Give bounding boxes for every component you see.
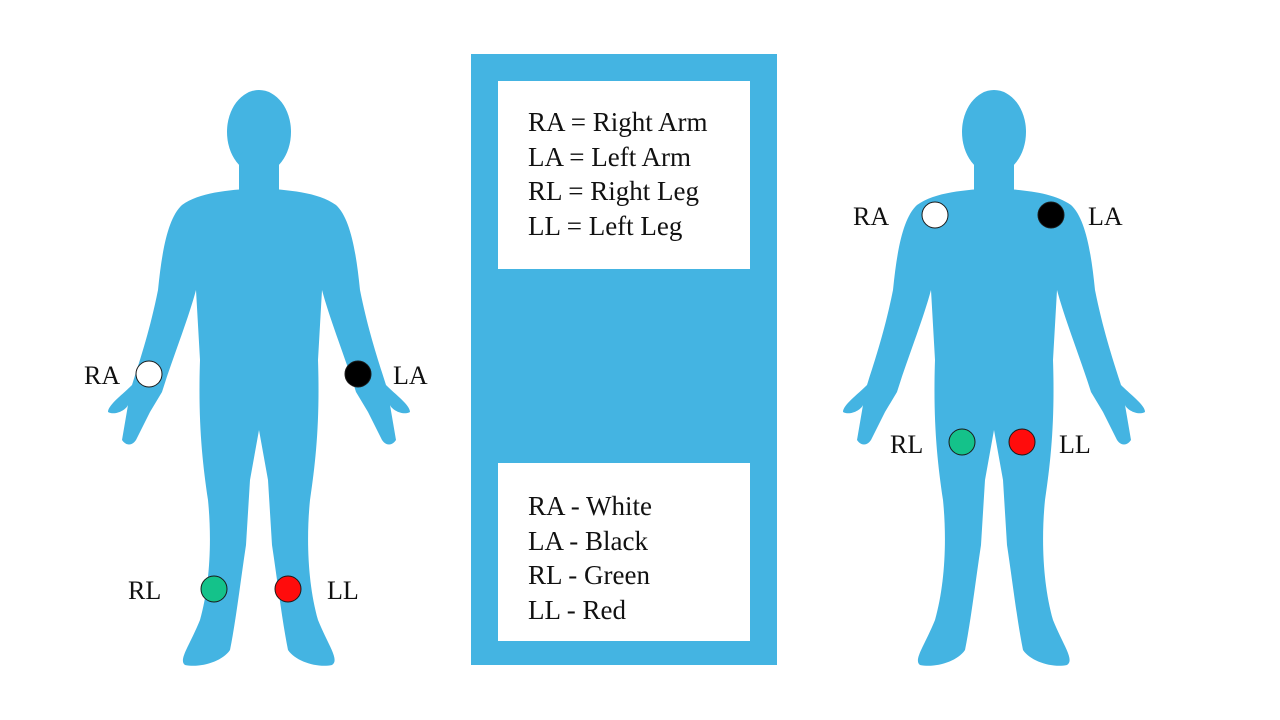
abbrev-line-ll: LL = Left Leg [528,210,683,241]
left-la-electrode [344,360,372,388]
right-la-label: LA [1088,202,1123,231]
left-ll-label: LL [327,576,359,605]
left-ll-electrode [274,575,302,603]
right-ra-electrode [921,201,949,229]
right-la-electrode [1037,201,1065,229]
left-rl-label: RL [128,576,161,605]
right-ll-label: LL [1059,430,1091,459]
color-line-ll: LL - Red [528,594,626,625]
color-line-ra: RA - White [528,491,652,521]
right-rl-label: RL [890,430,923,459]
abbrev-line-ra: RA = Right Arm [528,107,708,137]
left-ra-electrode [135,360,163,388]
left-rl-electrode [200,575,228,603]
color-line-la: LA - Black [528,525,648,556]
color-legend: RA - White LA - Black RL - Green LL - Re… [498,463,750,641]
color-line-rl: RL - Green [528,560,650,590]
abbrev-line-rl: RL = Right Leg [528,176,699,206]
abbreviation-legend: RA = Right Arm LA = Left Arm RL = Right … [498,81,750,269]
legend-panel: RA = Right Arm LA = Left Arm RL = Right … [471,54,777,665]
right-ra-label: RA [853,202,889,231]
right-rl-electrode [948,428,976,456]
left-la-label: LA [393,361,428,390]
right-ll-electrode [1008,428,1036,456]
right-body-silhouette [843,90,1145,666]
left-ra-label: RA [84,361,120,390]
abbrev-line-la: LA = Left Arm [528,141,691,172]
left-body-silhouette [108,90,410,666]
